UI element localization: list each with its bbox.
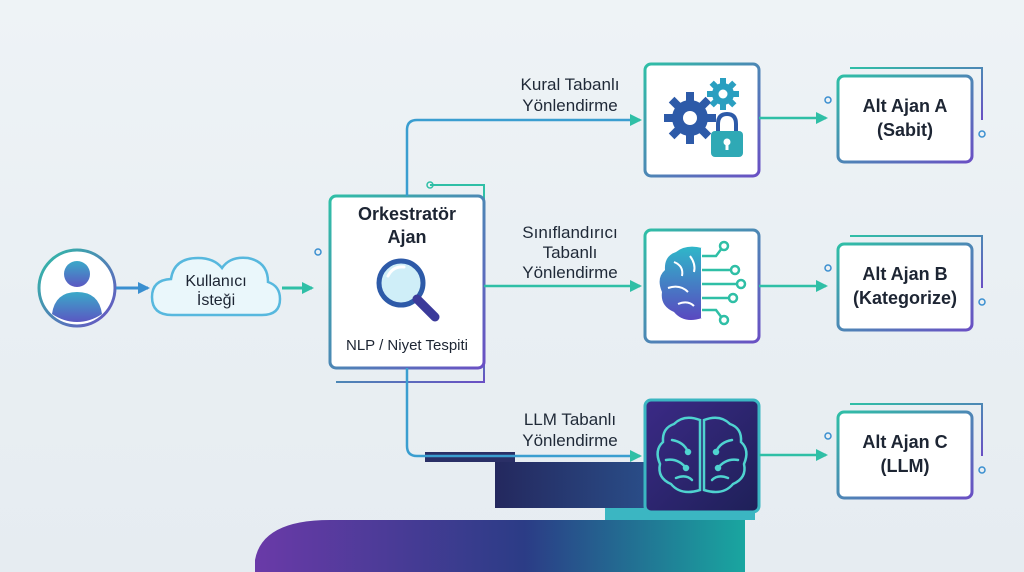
cloud-icon — [150, 256, 282, 317]
rule-engine-node — [643, 62, 761, 178]
agent-b-title: Alt Ajan B — [862, 264, 947, 284]
edge-llm-routing — [405, 368, 642, 462]
agent-a-title: Alt Ajan A — [863, 96, 948, 116]
magnifier-icon — [376, 258, 440, 322]
edge-rule-routing — [405, 114, 642, 196]
edge-classifier-label-line3: Yönlendirme — [522, 263, 617, 282]
agent-a-node: Alt Ajan A (Sabit) — [824, 67, 990, 176]
user-avatar-icon — [52, 261, 102, 322]
agent-b-subtitle: (Kategorize) — [853, 288, 957, 308]
edge-rule-label-line1: Kural Tabanlı — [521, 75, 620, 94]
agent-c-node: Alt Ajan C (LLM) — [824, 403, 990, 512]
edge-classifier-label-line1: Sınıflandırıcı — [522, 223, 617, 242]
gears-lock-icon — [664, 78, 743, 157]
agent-c-title: Alt Ajan C — [862, 432, 947, 452]
agent-c-subtitle: (LLM) — [881, 456, 930, 476]
edge-rule-label-line2: Yönlendirme — [522, 96, 617, 115]
classifier-node — [643, 228, 761, 344]
decor-blob — [255, 520, 745, 572]
edge-llm-label-line1: LLM Tabanlı — [524, 410, 616, 429]
user-node — [37, 248, 117, 328]
edge-classifier-label-line2: Tabanlı — [543, 243, 598, 262]
agent-b-node: Alt Ajan B (Kategorize) — [824, 235, 990, 344]
request-label-line2: İsteği — [197, 290, 235, 309]
agent-a-subtitle: (Sabit) — [877, 120, 933, 140]
orchestrator-node: Orkestratör Ajan NLP / Niyet Tespiti — [314, 181, 486, 383]
llm-node — [643, 398, 761, 514]
edge-llm-label-line2: Yönlendirme — [522, 431, 617, 450]
orchestrator-subtitle: NLP / Niyet Tespiti — [346, 337, 468, 354]
circuit-brain-icon — [659, 240, 747, 326]
request-label-line1: Kullanıcı — [185, 273, 246, 290]
orchestrator-title-line2: Ajan — [387, 227, 426, 247]
neural-brain-icon — [656, 416, 748, 494]
orchestrator-title-line1: Orkestratör — [358, 204, 456, 224]
request-node: Kullanıcı İsteği — [150, 256, 282, 317]
